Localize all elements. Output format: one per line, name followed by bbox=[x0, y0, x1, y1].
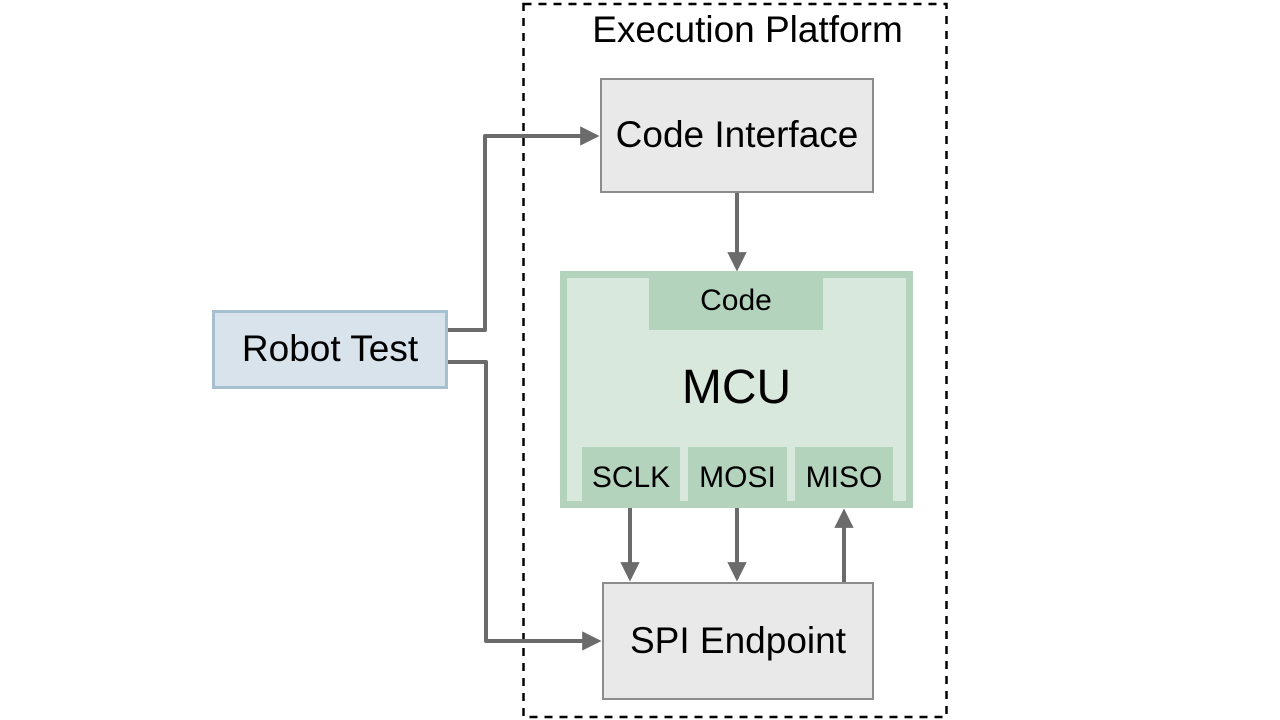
execution-platform-boundary bbox=[522, 2, 948, 719]
code-interface-box: Code Interface bbox=[600, 78, 874, 193]
mcu-pin-miso-label: MISO bbox=[805, 460, 883, 494]
mcu-pin-miso: MISO bbox=[795, 447, 893, 508]
arrow-robot-test-to-spi-endpoint bbox=[445, 360, 598, 641]
mcu-pin-mosi: MOSI bbox=[688, 447, 787, 508]
code-interface-label: Code Interface bbox=[615, 114, 859, 156]
mcu-pin-mosi-label: MOSI bbox=[699, 460, 776, 494]
mcu-code-port-label: Code bbox=[700, 283, 772, 317]
mcu-pin-sclk-label: SCLK bbox=[591, 460, 671, 494]
robot-test-box: Robot Test bbox=[212, 310, 448, 389]
spi-endpoint-label: SPI Endpoint bbox=[630, 619, 846, 661]
mcu-code-port: Code bbox=[649, 271, 823, 330]
arrow-robot-test-to-code-interface bbox=[445, 136, 596, 332]
spi-endpoint-box: SPI Endpoint bbox=[602, 582, 874, 700]
robot-test-label: Robot Test bbox=[241, 328, 419, 370]
mcu-pin-sclk: SCLK bbox=[582, 447, 680, 508]
execution-platform-title: Execution Platform bbox=[592, 9, 903, 50]
mcu-label: MCU bbox=[681, 361, 792, 414]
mcu-box: Code MCU SCLK MOSI MISO bbox=[560, 271, 913, 508]
